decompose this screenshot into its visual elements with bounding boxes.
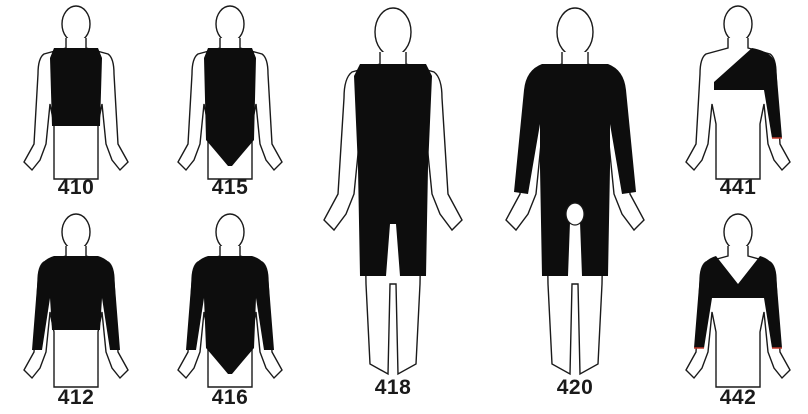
figure-418: 418 bbox=[308, 4, 478, 412]
figure-410: 410 bbox=[14, 4, 138, 184]
body-outline-442 bbox=[676, 212, 800, 392]
figure-442: 442 bbox=[676, 212, 800, 392]
figure-416: 416 bbox=[168, 212, 292, 392]
figure-415: 415 bbox=[168, 4, 292, 184]
garment-label-418: 418 bbox=[308, 376, 478, 400]
figure-441: 441 bbox=[676, 4, 800, 184]
garment-label-412: 412 bbox=[14, 386, 138, 410]
garment-label-416: 416 bbox=[168, 386, 292, 410]
figure-420: 420 bbox=[490, 4, 660, 412]
figure-412: 412 bbox=[14, 212, 138, 392]
garment-label-441: 441 bbox=[676, 176, 800, 200]
garment-label-410: 410 bbox=[14, 176, 138, 200]
body-outline-415 bbox=[168, 4, 292, 184]
body-outline-410 bbox=[14, 4, 138, 184]
body-outline-441 bbox=[676, 4, 800, 184]
garment-label-442: 442 bbox=[676, 386, 800, 410]
body-outline-412 bbox=[14, 212, 138, 392]
body-outline-416 bbox=[168, 212, 292, 392]
garment-label-415: 415 bbox=[168, 176, 292, 200]
body-outline-418 bbox=[308, 4, 478, 384]
garment-label-420: 420 bbox=[490, 376, 660, 400]
body-outline-420 bbox=[490, 4, 660, 384]
